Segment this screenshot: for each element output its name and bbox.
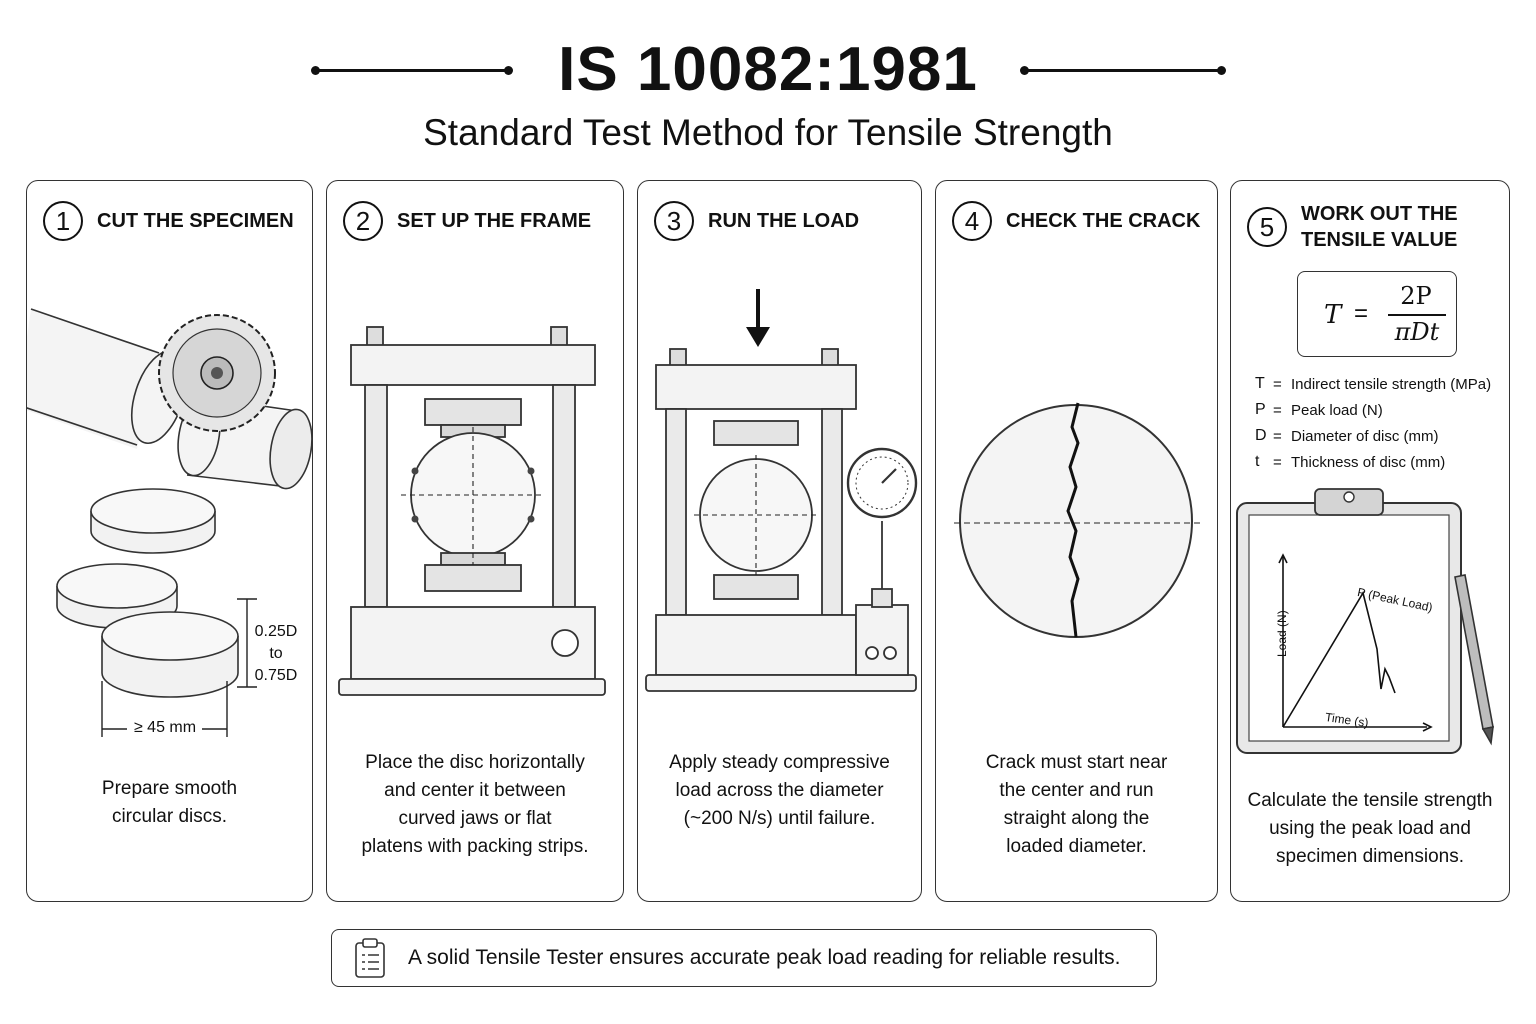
step-header: 3 RUN THE LOAD xyxy=(654,201,859,241)
formula-fraction-bar xyxy=(1388,314,1446,316)
test-frame-illustration xyxy=(338,326,606,696)
step-panel-5: 5 WORK OUT THE TENSILE VALUE T = 2P πDt … xyxy=(1230,180,1510,902)
step-number: 2 xyxy=(343,201,383,241)
step-number: 1 xyxy=(43,201,83,241)
caption-line: using the peak load and xyxy=(1269,818,1471,839)
caption-line: load across the diameter xyxy=(675,780,884,801)
step-header: 4 CHECK THE CRACK xyxy=(952,201,1200,241)
caption-line: loaded diameter. xyxy=(1006,836,1147,857)
graph-y-label: Load (N) xyxy=(1275,610,1289,657)
legend-equals: = xyxy=(1273,375,1282,393)
caption-line: the center and run xyxy=(999,780,1154,801)
pressure-gauge-icon xyxy=(846,447,918,608)
step-caption: Calculate the tensile strength using the… xyxy=(1241,787,1499,871)
step-title: WORK OUT THE TENSILE VALUE xyxy=(1301,201,1458,253)
step-number: 4 xyxy=(952,201,992,241)
caption-line: Crack must start near xyxy=(985,752,1168,773)
caption-line: circular discs. xyxy=(111,806,228,827)
caption-line: (~200 N/s) until failure. xyxy=(683,808,876,829)
formula-equals: = xyxy=(1354,300,1369,327)
step-panel-3: 3 RUN THE LOAD xyxy=(637,180,922,902)
specimen-cutting-illustration xyxy=(27,308,312,737)
step-caption: Apply steady compressive load across the… xyxy=(648,749,911,833)
step-header: 5 WORK OUT THE TENSILE VALUE xyxy=(1247,201,1458,253)
checklist-icon xyxy=(355,938,385,978)
thickness-label-line: to xyxy=(269,645,283,662)
step-header: 2 SET UP THE FRAME xyxy=(343,201,591,241)
clipboard-graph-illustration xyxy=(1236,488,1494,754)
step-caption: Crack must start near the center and run… xyxy=(946,749,1207,861)
clipboard-icon xyxy=(1236,488,1462,754)
step-caption: Prepare smooth circular discs. xyxy=(37,775,302,831)
legend-text: Peak load (N) xyxy=(1291,401,1383,419)
caption-line: Calculate the tensile strength xyxy=(1247,790,1493,811)
title-rule-right xyxy=(1020,66,1226,75)
step-panel-1: 1 CUT THE SPECIMEN xyxy=(26,180,313,902)
formula-lhs: T xyxy=(1324,300,1342,330)
legend-text: Indirect tensile strength (MPa) xyxy=(1291,375,1492,393)
caption-line: Apply steady compressive xyxy=(669,752,890,773)
diameter-label: ≥ 45 mm xyxy=(133,719,197,736)
step-title: CUT THE SPECIMEN xyxy=(97,210,294,232)
caption-line: and center it between xyxy=(384,780,566,801)
step-header: 1 CUT THE SPECIMEN xyxy=(43,201,294,241)
legend-symbol: T xyxy=(1255,375,1265,392)
formula-legend: T = Indirect tensile strength (MPa) P = … xyxy=(1255,371,1491,475)
thickness-label-line: 0.75D xyxy=(254,667,298,684)
legend-row: T = Indirect tensile strength (MPa) xyxy=(1255,371,1491,397)
circular-saw-icon xyxy=(158,314,276,432)
step-panel-2: 2 SET UP THE FRAME Place the di xyxy=(326,180,624,902)
caption-line: straight along the xyxy=(1003,808,1150,829)
page-title: IS 10082:1981 xyxy=(558,35,978,104)
formula-box: T = 2P πDt xyxy=(1297,271,1457,357)
footer-note: A solid Tensile Tester ensures accurate … xyxy=(331,929,1157,987)
legend-row: P = Peak load (N) xyxy=(1255,397,1491,423)
caption-line: Prepare smooth xyxy=(101,778,238,799)
formula-denominator: πDt xyxy=(1394,318,1440,346)
legend-equals: = xyxy=(1273,427,1282,445)
caption-line: curved jaws or flat xyxy=(398,808,552,829)
step-title: RUN THE LOAD xyxy=(708,210,860,232)
loading-illustration xyxy=(645,289,918,692)
legend-text: Diameter of disc (mm) xyxy=(1291,427,1439,445)
step-title-line: TENSILE VALUE xyxy=(1301,229,1458,251)
step-title: CHECK THE CRACK xyxy=(1006,210,1201,232)
legend-equals: = xyxy=(1273,401,1282,419)
caption-line: specimen dimensions. xyxy=(1276,846,1464,867)
step-number: 3 xyxy=(654,201,694,241)
footer-note-text: A solid Tensile Tester ensures accurate … xyxy=(408,946,1121,969)
thickness-label-line: 0.25D xyxy=(254,623,298,640)
caption-line: Place the disc horizontally xyxy=(365,752,585,773)
down-arrow-icon xyxy=(746,289,770,347)
step-caption: Place the disc horizontally and center i… xyxy=(337,749,613,861)
cracked-disc-illustration xyxy=(954,402,1200,638)
title-block: IS 10082:1981 xyxy=(0,30,1536,110)
page-subtitle: Standard Test Method for Tensile Strengt… xyxy=(423,112,1113,153)
pen-icon xyxy=(1454,574,1494,746)
step-panel-4: 4 CHECK THE CRACK Crack must start near … xyxy=(935,180,1218,902)
thickness-label: 0.25D to 0.75D xyxy=(251,621,301,687)
formula-numerator: 2P xyxy=(1400,282,1432,310)
legend-equals: = xyxy=(1273,453,1282,471)
step-title: SET UP THE FRAME xyxy=(397,210,592,232)
legend-symbol: D xyxy=(1255,427,1267,444)
title-rule-left xyxy=(311,66,513,75)
legend-symbol: P xyxy=(1255,401,1266,418)
step-title-line: WORK OUT THE xyxy=(1301,203,1458,225)
legend-text: Thickness of disc (mm) xyxy=(1291,453,1446,471)
step-number: 5 xyxy=(1247,207,1287,247)
legend-symbol: t xyxy=(1255,453,1260,470)
legend-row: t = Thickness of disc (mm) xyxy=(1255,449,1491,475)
legend-row: D = Diameter of disc (mm) xyxy=(1255,423,1491,449)
caption-line: platens with packing strips. xyxy=(361,836,589,857)
